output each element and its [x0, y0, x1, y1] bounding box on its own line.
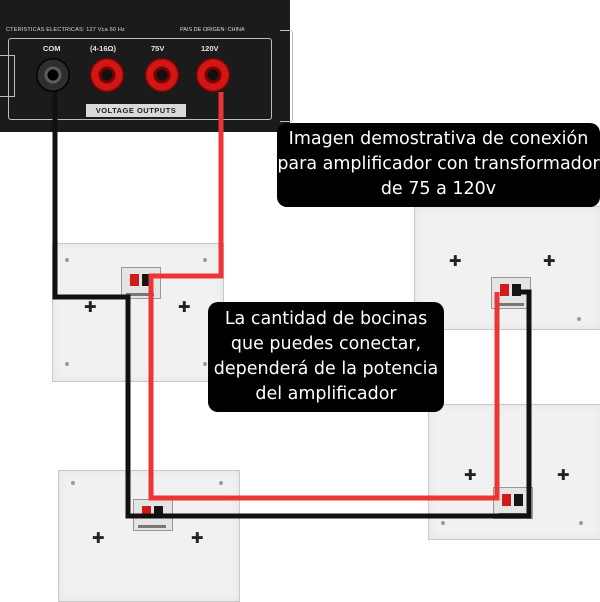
amplifier-spec-text: CTERISTICAS ELECTRICAS: 127 Vca 60 Hz: [6, 27, 125, 33]
callout-line: del amplificador: [255, 384, 397, 404]
terminal-label-75v: 75V: [151, 44, 165, 53]
screw-icon: ✚: [178, 299, 191, 316]
screw-icon: ✚: [449, 253, 462, 270]
red-wire: [148, 92, 500, 501]
amplifier-edge-frame: [0, 55, 15, 97]
mounting-hole: [577, 317, 581, 321]
120v-binding-post: [196, 58, 230, 92]
mounting-hole: [579, 521, 583, 525]
amplifier-origin-text: PAIS DE ORIGEN: CHINA: [180, 27, 245, 33]
mounting-hole: [65, 362, 69, 366]
terminal-label-120v: 120V: [201, 44, 219, 53]
mounting-hole: [65, 258, 69, 262]
75v-binding-post: [145, 58, 179, 92]
amplifier-side-frame: [280, 30, 293, 122]
callout-line: que puedes conectar,: [230, 334, 422, 354]
screw-icon: ✚: [464, 467, 477, 484]
screw-icon: ✚: [84, 299, 97, 316]
callout-line: dependerá de la potencia: [213, 359, 439, 379]
callout-line: Imagen demostrativa de conexión: [288, 129, 589, 149]
amplifier-rear-panel: CTERISTICAS ELECTRICAS: 127 Vca 60 Hz PA…: [0, 0, 293, 132]
speaker-top-right: ✚ ✚: [414, 206, 600, 330]
callout-line: para amplificador con transformador: [277, 154, 600, 174]
terminal-label-com: COM: [43, 44, 61, 53]
speaker-top-left: ✚ ✚: [52, 243, 224, 382]
speaker-terminal: [121, 267, 161, 299]
output-frame: [8, 38, 272, 120]
screw-icon: ✚: [191, 530, 204, 547]
screw-icon: ✚: [543, 253, 556, 270]
screw-icon: ✚: [557, 467, 570, 484]
speaker-count-callout: La cantidad de bocinas que puedes conect…: [208, 302, 444, 412]
callout-line: de 75 a 120v: [380, 179, 497, 199]
mounting-hole: [219, 481, 223, 485]
mounting-hole: [71, 481, 75, 485]
callout-line: La cantidad de bocinas: [224, 309, 428, 329]
terminal-label-impedance: (4-16Ω): [90, 44, 117, 53]
com-binding-post: [36, 58, 70, 92]
voltage-outputs-label: VOLTAGE OUTPUTS: [86, 104, 186, 117]
black-wire: [52, 92, 532, 519]
impedance-binding-post: [90, 58, 124, 92]
screw-icon: ✚: [92, 530, 105, 547]
transformer-note-callout: Imagen demostrativa de conexión para amp…: [277, 123, 600, 207]
mounting-hole: [441, 521, 445, 525]
mounting-hole: [203, 362, 207, 366]
mounting-hole: [203, 258, 207, 262]
